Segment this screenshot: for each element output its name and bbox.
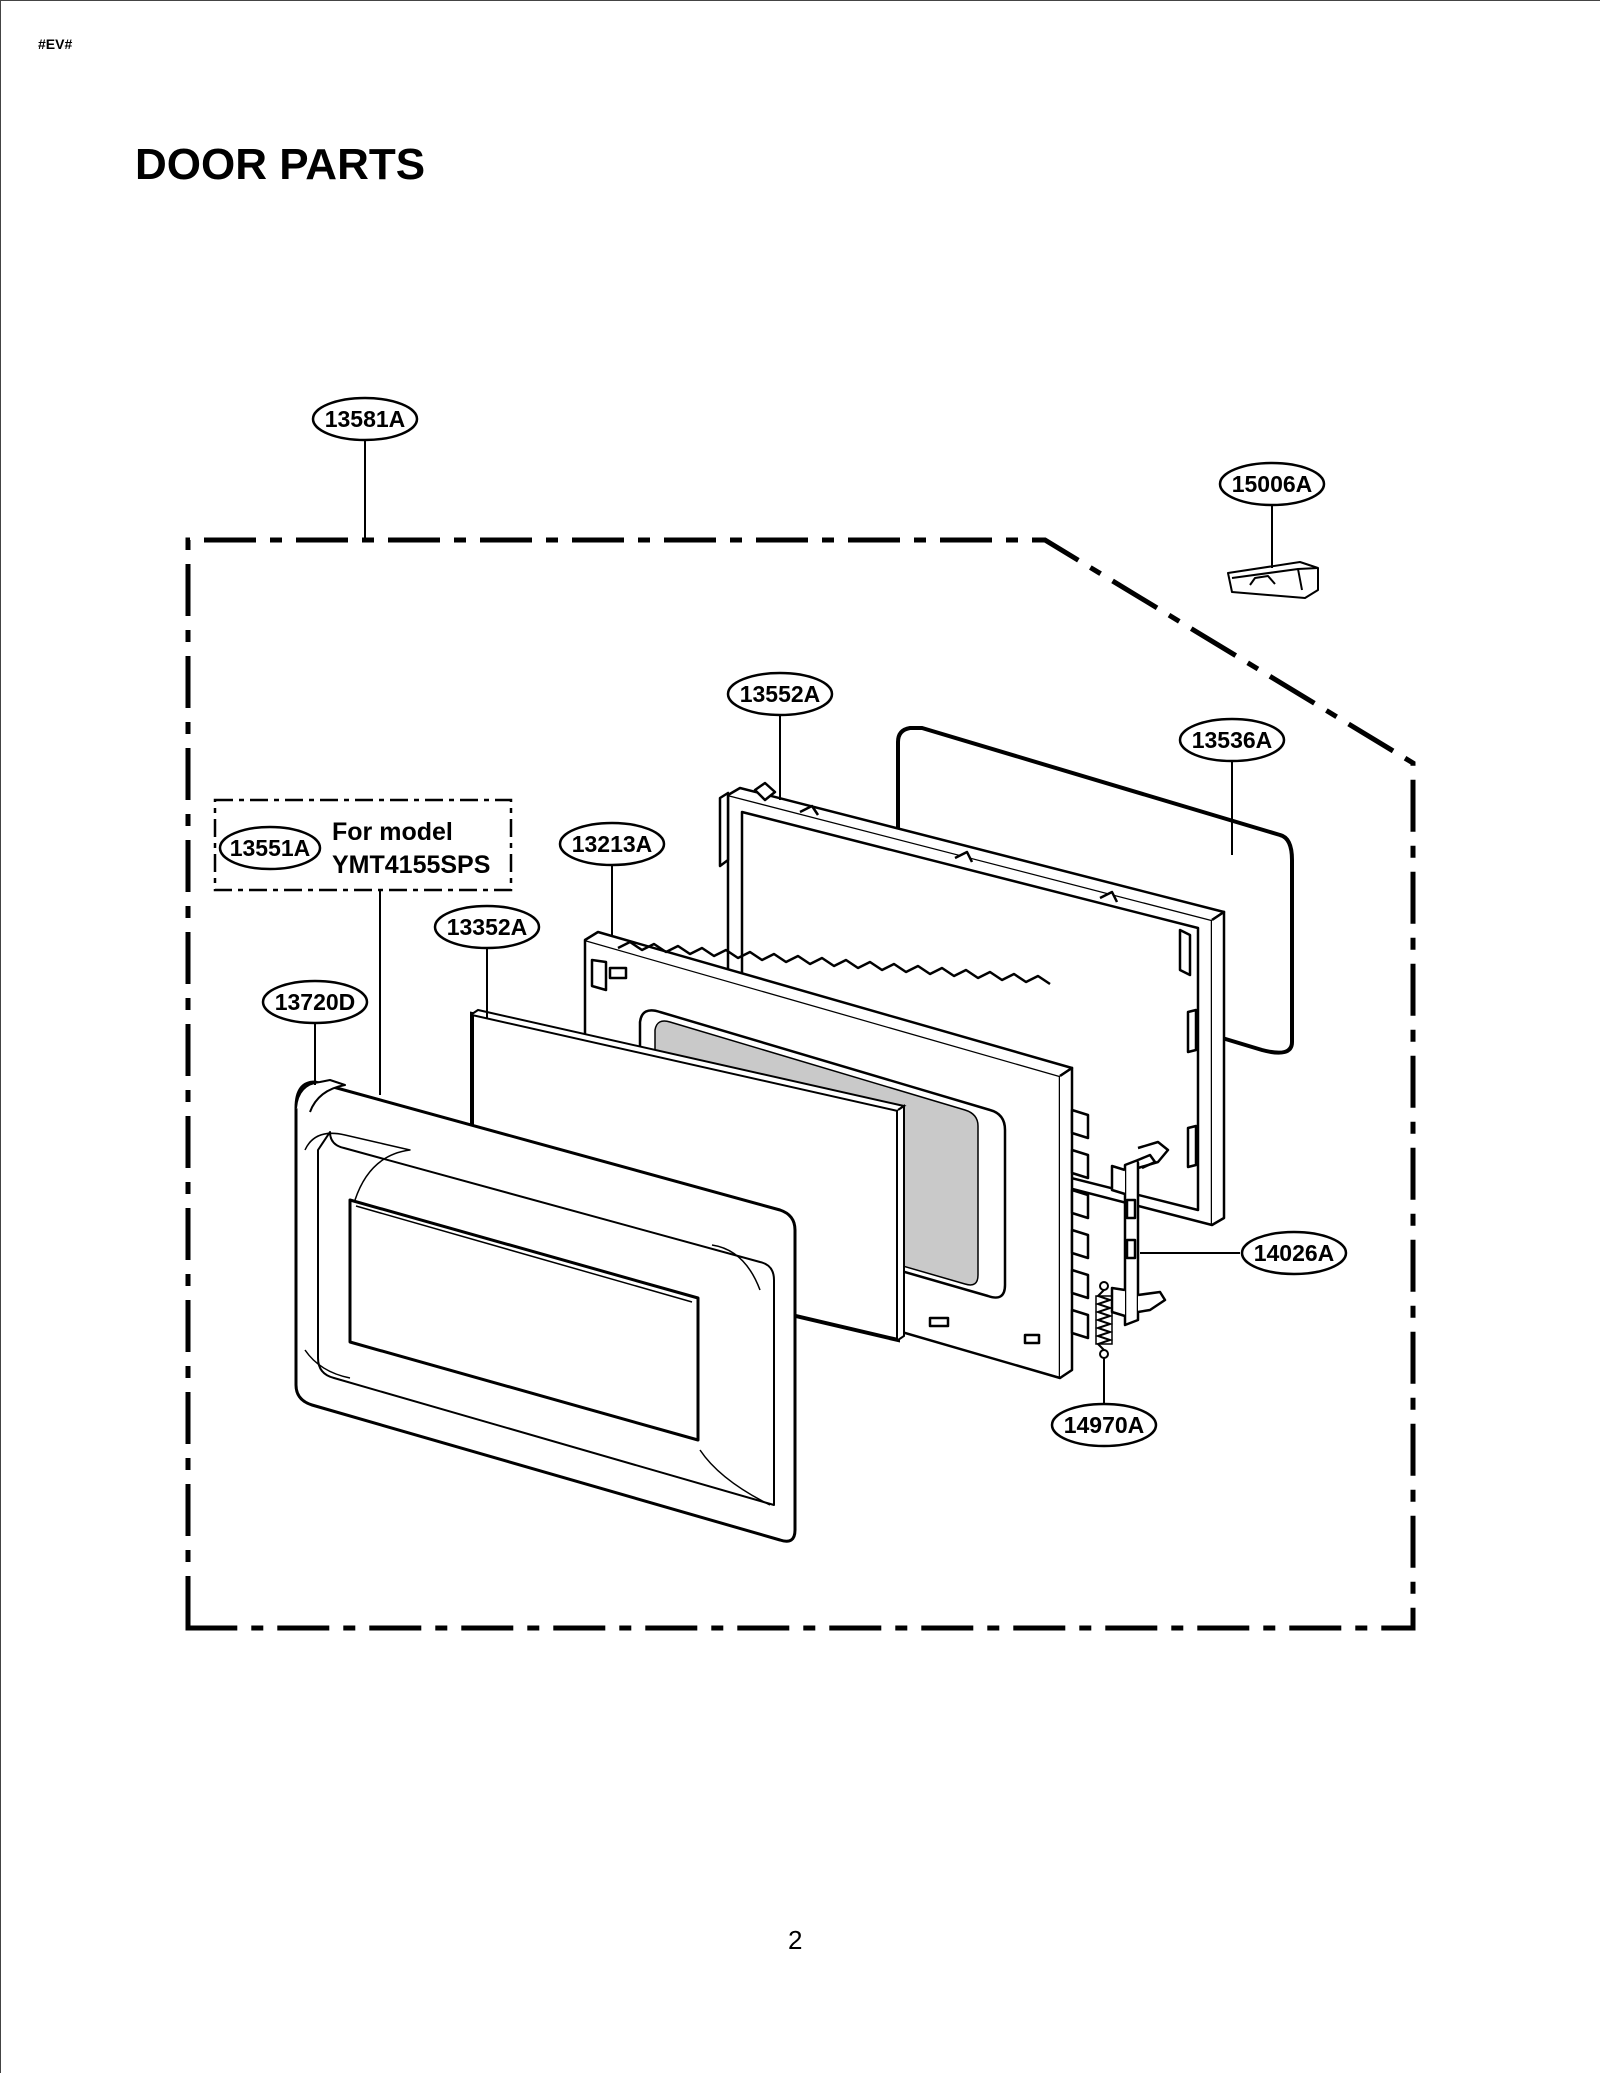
callout-14970A-ellipse (1050, 1402, 1158, 1448)
callout-13551A-ellipse (218, 825, 322, 871)
callout-13352A-ellipse (433, 904, 541, 950)
callout-13536A-label: 13536A (1192, 727, 1273, 753)
page-title: DOOR PARTS (135, 140, 426, 189)
callout-13352A-label: 13352A (447, 914, 528, 940)
hinge-part (1110, 1140, 1170, 1327)
model-note-line2: YMT4155SPS (332, 851, 490, 879)
callout-13213A-ellipse (558, 821, 666, 867)
header-tag: #EV# (38, 36, 73, 52)
callout-15006A-ellipse (1218, 461, 1326, 507)
door-front-part (294, 1079, 797, 1543)
spring-part (1094, 1281, 1114, 1359)
page-border-left (0, 0, 1, 2073)
callout-13552A-label: 13552A (740, 681, 821, 707)
callout-13720D-label: 13720D (275, 989, 356, 1015)
model-note-box (213, 798, 513, 892)
model-note-line1: For model (332, 818, 453, 846)
callout-14970A-label: 14970A (1064, 1412, 1145, 1438)
callout-14026A-ellipse (1240, 1230, 1348, 1276)
callout-15006A-label: 15006A (1232, 471, 1313, 497)
latch-key-part (1227, 561, 1319, 599)
callout-13536A-ellipse (1178, 717, 1286, 763)
page-number: 2 (788, 1925, 803, 1955)
callout-13551A-label: 13551A (230, 835, 311, 861)
callout-13581A-label: 13581A (325, 406, 406, 432)
page-border-top (0, 0, 1600, 1)
callout-13581A-ellipse (311, 396, 419, 442)
callout-14026A-label: 14026A (1254, 1240, 1335, 1266)
callout-13552A-ellipse (726, 671, 834, 717)
callout-13213A-label: 13213A (572, 831, 653, 857)
assembly-boundary (185, 537, 1416, 1631)
callout-13720D-ellipse (261, 979, 369, 1025)
